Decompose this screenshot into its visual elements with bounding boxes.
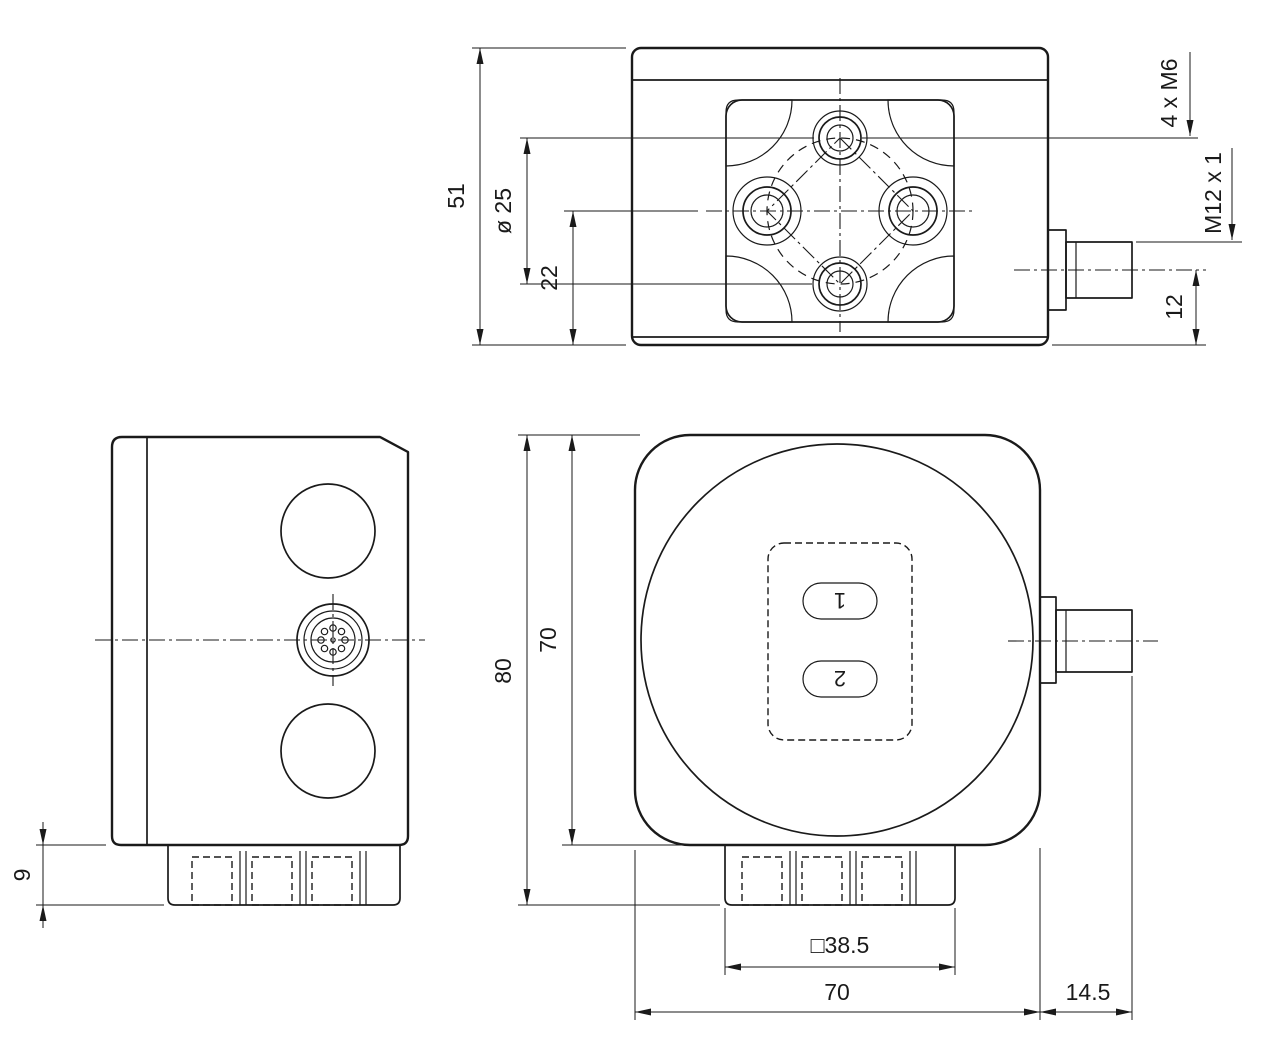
dim-foot-height: 9 <box>9 822 164 928</box>
side-view-body-outline <box>110 435 410 847</box>
button-1-label: 1 <box>834 588 846 613</box>
sensing-face-circle <box>640 443 1034 837</box>
dim-label-overall-height: 80 <box>490 658 516 684</box>
front-view-body-outline <box>633 433 1042 847</box>
top-view-housing-outline <box>630 46 1050 347</box>
top-view-connector <box>1047 229 1133 311</box>
plate-corner-cutout-bl <box>725 255 793 323</box>
side-view-mounting-foot <box>167 845 401 906</box>
front-view-connector <box>1008 596 1158 684</box>
dim-body-width: 70 <box>634 848 1041 1020</box>
dim-label-connector-length: 14.5 <box>1066 979 1111 1005</box>
button-panel-dashed <box>767 542 913 741</box>
side-view-upper-port <box>280 483 376 579</box>
top-view: 51 ø 25 22 4 x M6 M12 x 1 <box>443 46 1242 347</box>
label-mounting-thread: 4 x M6 <box>1156 58 1182 127</box>
side-view-centerlines <box>95 594 425 686</box>
top-view-centerlines <box>706 78 1206 332</box>
button-1: 1 <box>802 582 878 620</box>
dim-bolt-circle: ø 25 <box>490 137 814 285</box>
dim-foot-width: □38.5 <box>724 908 956 975</box>
dim-label-hole-offset: 22 <box>536 265 562 291</box>
plate-corner-cutout-tl <box>725 99 793 167</box>
dim-connector-offset: 12 <box>1052 270 1206 346</box>
plate-corner-cutout-br <box>887 255 955 323</box>
callout-mounting-thread: 4 x M6 <box>862 52 1198 139</box>
label-connector-thread: M12 x 1 <box>1200 152 1226 234</box>
side-view: 9 <box>9 435 425 928</box>
plate-corner-cutout-tr <box>887 99 955 167</box>
dim-hole-offset: 22 <box>536 210 698 345</box>
dim-label-bolt-circle: ø 25 <box>490 188 516 234</box>
dim-body-height: 70 <box>535 435 688 846</box>
front-view-mounting-foot <box>724 845 956 906</box>
dim-label-connector-offset: 12 <box>1161 294 1187 320</box>
dim-label-foot-width: □38.5 <box>811 932 870 958</box>
callout-connector-thread: M12 x 1 <box>1136 148 1242 243</box>
dim-label-housing-depth: 51 <box>443 183 469 209</box>
dim-label-body-width: 70 <box>824 979 850 1005</box>
dim-housing-depth: 51 <box>443 47 626 346</box>
connector-flange-front <box>1039 596 1057 684</box>
dim-label-body-height: 70 <box>535 627 561 653</box>
front-view: 1 2 80 <box>490 433 1158 1020</box>
button-2: 2 <box>802 660 878 698</box>
button-2-label: 2 <box>834 666 846 691</box>
dim-label-foot-height: 9 <box>9 869 35 882</box>
side-view-lower-port <box>280 703 376 799</box>
dim-overall-height: 80 <box>490 434 720 906</box>
dim-connector-length: 14.5 <box>1040 676 1133 1020</box>
connector-barrel-top <box>1065 241 1133 299</box>
